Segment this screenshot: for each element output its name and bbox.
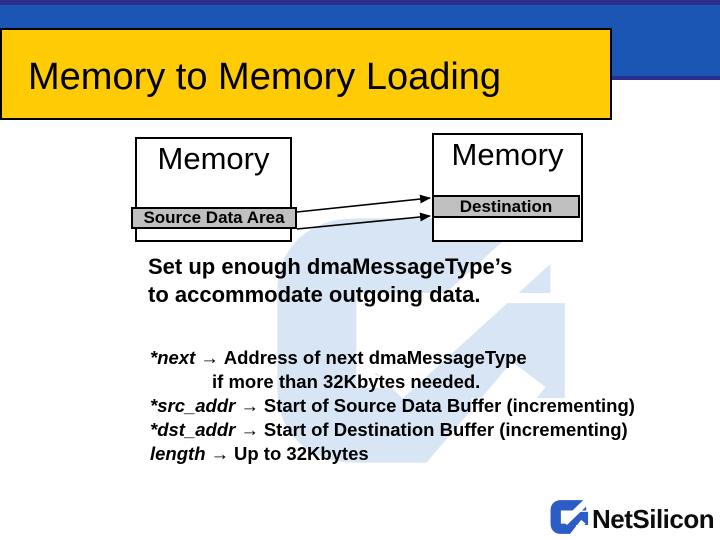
maps-to-arrow: → (210, 443, 230, 464)
detail-line-dst-addr: *dst_addr→Start of Destination Buffer (i… (150, 418, 635, 442)
body-statement-line1: Set up enough dmaMessageType’s (148, 254, 513, 279)
detail-line-next: *next→Address of next dmaMessageType (150, 346, 635, 370)
source-memory-label: Memory (157, 141, 270, 176)
field-name: *next (150, 347, 196, 368)
slide-title-box: Memory to Memory Loading (0, 28, 612, 120)
destination-label: Destination (459, 196, 553, 216)
netsilicon-g-icon (550, 497, 589, 537)
source-data-area-band: Source Data Area (131, 207, 297, 229)
transfer-arrows (296, 194, 431, 230)
field-detail-list: *next→Address of next dmaMessageType if … (150, 346, 635, 466)
field-name: *dst_addr (150, 419, 236, 440)
destination-memory-label: Memory (451, 137, 564, 172)
transfer-arrow-top (296, 194, 431, 213)
body-statement: Set up enough dmaMessageType’s to accomm… (148, 253, 512, 309)
field-description: Address of next dmaMessageType (223, 347, 527, 368)
destination-memory-box: Memory (432, 133, 583, 242)
destination-band: Destination (432, 195, 580, 218)
field-description: if more than 32Kbytes needed. (212, 371, 481, 392)
field-description: Start of Destination Buffer (incrementin… (263, 419, 628, 440)
source-data-area-label: Source Data Area (143, 208, 285, 227)
maps-to-arrow: → (240, 419, 259, 440)
slide-title: Memory to Memory Loading (28, 55, 502, 98)
detail-line-next-cont: if more than 32Kbytes needed. (150, 370, 635, 394)
field-description: Start of Source Data Buffer (incrementin… (263, 395, 635, 416)
transfer-arrow-bottom (296, 212, 431, 230)
netsilicon-wordmark: NetSilicon (592, 503, 715, 534)
field-name: length (150, 443, 206, 464)
detail-line-src-addr: *src_addr→Start of Source Data Buffer (i… (150, 394, 635, 418)
netsilicon-logo: NetSilicon (544, 497, 715, 537)
maps-to-arrow: → (240, 395, 259, 416)
detail-line-length: length→Up to 32Kbytes (150, 442, 635, 466)
field-name: *src_addr (150, 395, 236, 416)
body-statement-line2: to accommodate outgoing data. (148, 282, 481, 307)
maps-to-arrow: → (200, 347, 219, 368)
field-description: Up to 32Kbytes (234, 443, 369, 464)
